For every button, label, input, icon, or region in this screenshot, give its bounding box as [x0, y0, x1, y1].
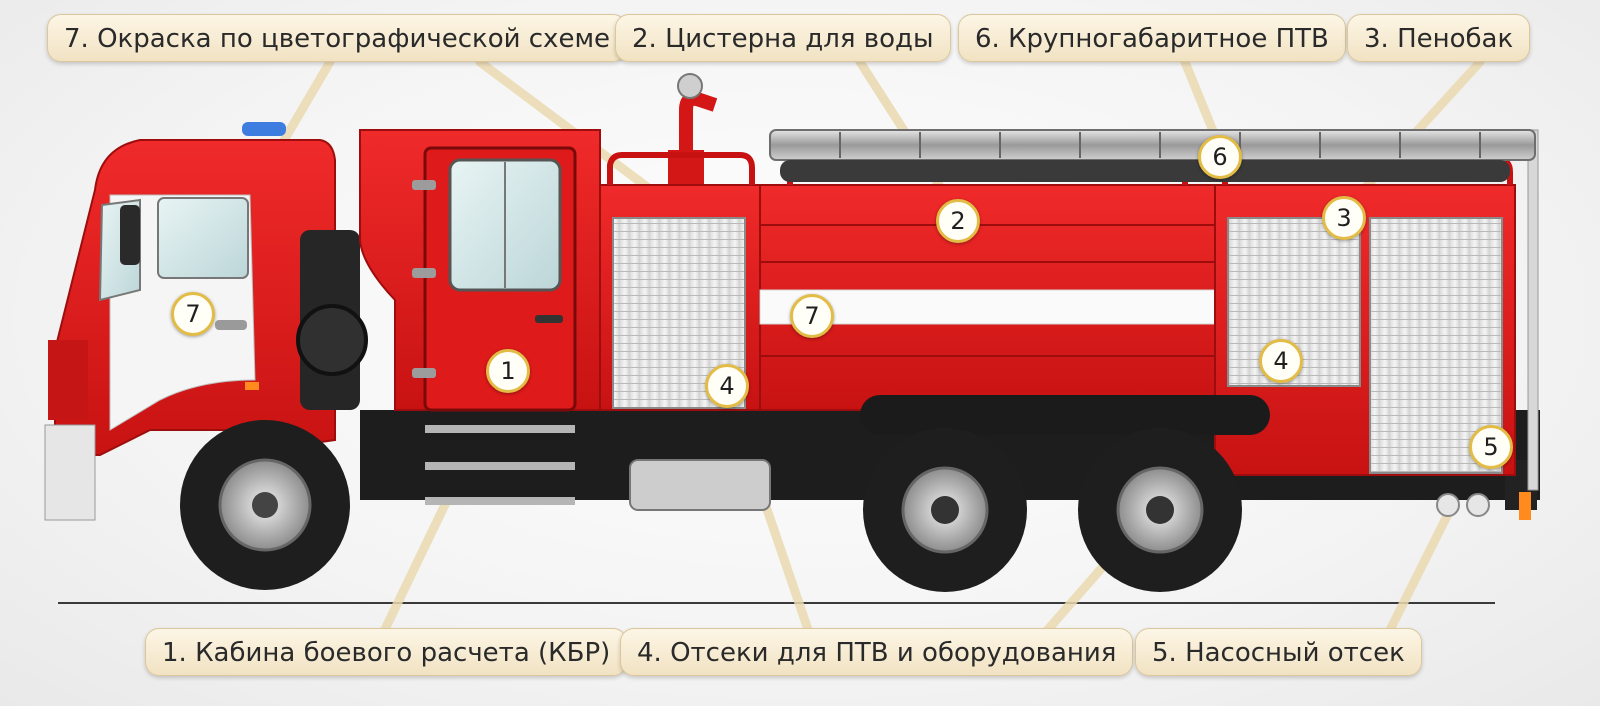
step-1	[425, 425, 575, 433]
suction-hose	[780, 160, 1510, 182]
water-cannon	[668, 73, 718, 190]
roof-ladder	[769, 129, 1536, 161]
side-mirror	[120, 205, 140, 265]
front-bumper	[44, 424, 96, 521]
rear-hub-1	[931, 496, 959, 524]
hinge-bottom	[412, 368, 436, 378]
front-grille	[48, 340, 88, 420]
label-water-tank: 2. Цистерна для воды	[615, 14, 951, 62]
fuel-tank	[629, 459, 771, 511]
badge-5-pump: 5	[1469, 425, 1513, 469]
rear-ladder	[1527, 129, 1539, 491]
cannon-pipe	[679, 91, 718, 150]
cabin-steps	[425, 425, 575, 505]
hinge-top	[412, 180, 436, 190]
air-filter	[296, 304, 368, 376]
door-handle	[215, 320, 247, 330]
pump-outlet-right	[1466, 493, 1490, 517]
label-paint-scheme: 7. Окраска по цветографической схеме	[47, 14, 628, 62]
rear-wheel-2	[1078, 428, 1242, 592]
blue-beacon	[242, 122, 286, 136]
label-large-equipment: 6. Крупногабаритное ПТВ	[958, 14, 1346, 62]
badge-3-foam-tank: 3	[1322, 196, 1366, 240]
badge-2-water-tank: 2	[936, 199, 980, 243]
badge-1-crew-cabin: 1	[486, 349, 530, 393]
roof-ladder-rungs	[839, 132, 1481, 158]
white-stripe	[759, 289, 1216, 325]
badge-6-large-equipment: 6	[1198, 135, 1242, 179]
badge-4-left-compartment: 4	[705, 364, 749, 408]
front-wheel	[180, 420, 350, 590]
left-handrail	[607, 152, 755, 185]
step-2	[425, 462, 575, 470]
front-hub	[252, 492, 278, 518]
pump-outlet-left	[1436, 493, 1460, 517]
badge-4-right-compartment: 4	[1259, 339, 1303, 383]
label-pump-compartment: 5. Насосный отсек	[1135, 628, 1422, 676]
label-foam-tank: 3. Пенобак	[1347, 14, 1531, 62]
cannon-nozzle	[677, 73, 703, 99]
rear-light	[1519, 492, 1531, 520]
step-3	[425, 497, 575, 505]
pump-outlets	[1436, 493, 1490, 517]
rear-fender	[860, 395, 1270, 435]
door-hinges	[412, 180, 436, 378]
orange-marker	[245, 382, 259, 390]
label-compartments: 4. Отсеки для ПТВ и оборудования	[620, 628, 1134, 676]
label-crew-cabin: 1. Кабина боевого расчета (КБР)	[145, 628, 628, 676]
cab-window	[157, 197, 249, 279]
crew-door-handle	[535, 315, 563, 323]
rear-hub-2	[1146, 496, 1174, 524]
badge-7-cab-paint: 7	[171, 292, 215, 336]
rear-wheel-1	[863, 428, 1027, 592]
hinge-middle	[412, 268, 436, 278]
badge-7-body-paint: 7	[790, 294, 834, 338]
